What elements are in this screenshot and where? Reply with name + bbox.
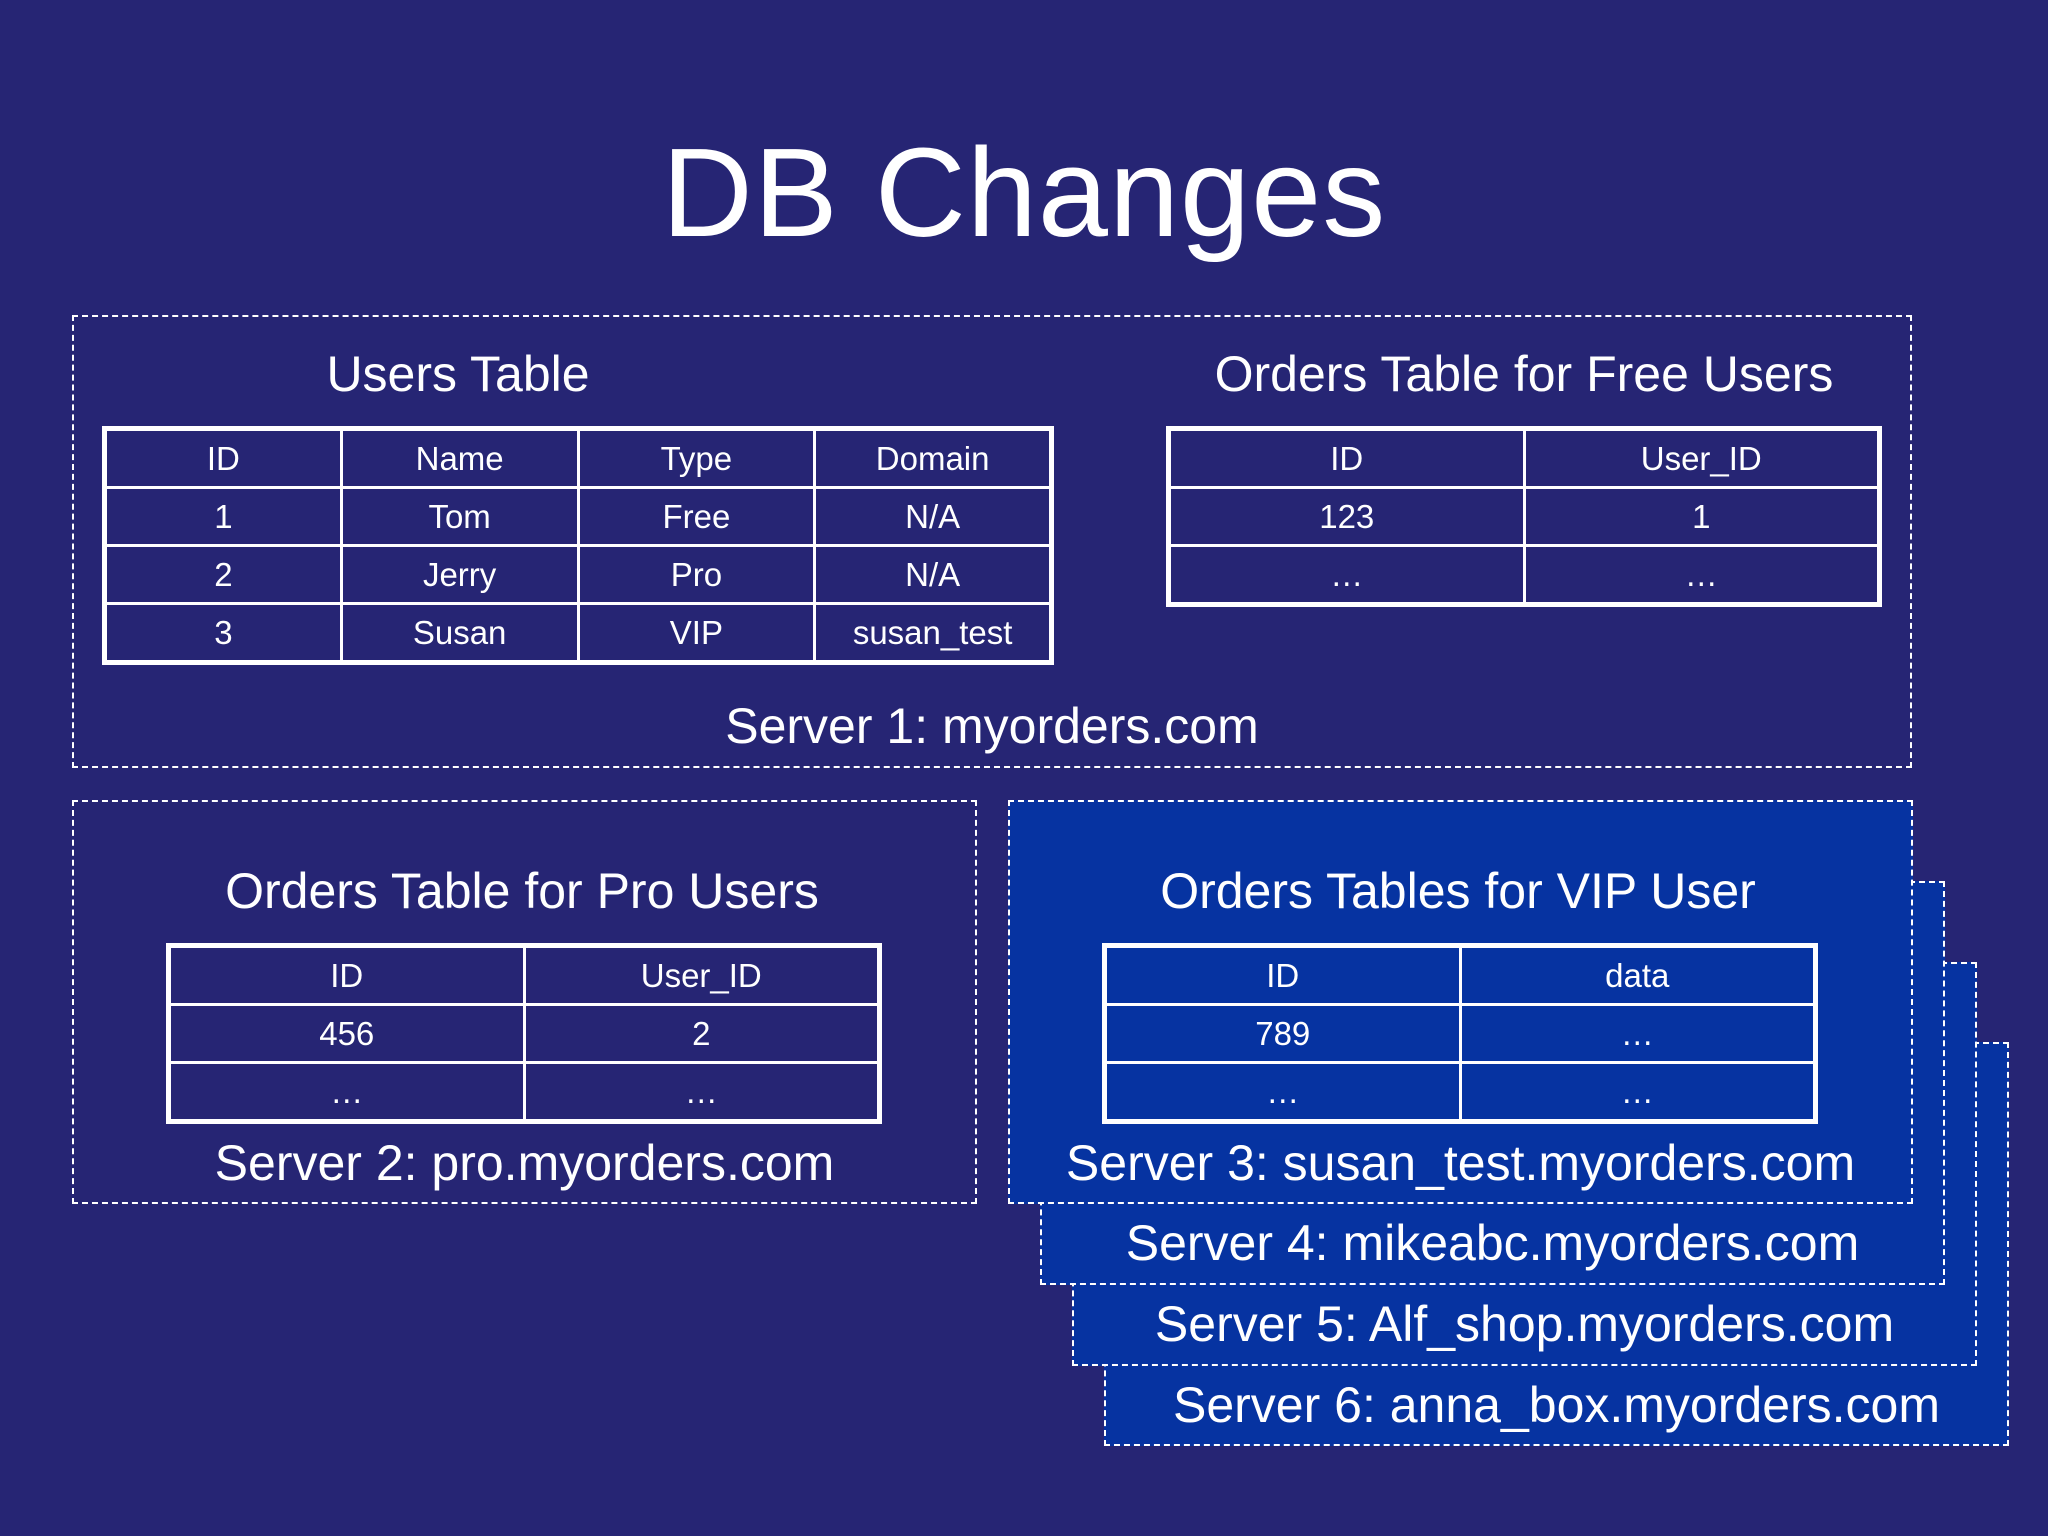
- table-header-row: ID Name Type Domain: [103, 427, 1053, 489]
- table-header-row: ID User_ID: [167, 944, 881, 1006]
- header-cell: Name: [339, 427, 580, 489]
- table-cell: 2: [103, 544, 343, 605]
- table-cell: N/A: [813, 486, 1053, 547]
- free-orders-table-caption: Orders Table for Free Users: [1214, 346, 1834, 402]
- header-cell: User_ID: [522, 944, 881, 1006]
- table-cell: Jerry: [339, 544, 580, 605]
- header-cell: ID: [167, 944, 526, 1006]
- table-cell: …: [1522, 544, 1881, 606]
- table-cell: 2: [522, 1003, 881, 1064]
- table-cell: 456: [167, 1003, 526, 1064]
- table-cell: Pro: [576, 544, 817, 605]
- table-row: 3 Susan VIP susan_test: [103, 602, 1053, 664]
- table-row: 456 2: [167, 1003, 881, 1064]
- table-cell: …: [522, 1061, 881, 1123]
- vip-orders-table: ID data 789 … … …: [1102, 943, 1818, 1124]
- server-3-label: Server 3: susan_test.myorders.com: [1065, 1135, 1856, 1191]
- server-6-label: Server 6: anna_box.myorders.com: [1172, 1377, 1941, 1433]
- table-row: 123 1: [1167, 486, 1881, 547]
- table-cell: …: [1103, 1061, 1462, 1123]
- pro-orders-table: ID User_ID 456 2 … …: [166, 943, 882, 1124]
- server-5-label: Server 5: Alf_shop.myorders.com: [1154, 1296, 1895, 1352]
- users-table-caption: Users Table: [326, 346, 590, 402]
- table-cell: Tom: [339, 486, 580, 547]
- table-cell: …: [1167, 544, 1526, 606]
- table-cell: …: [1458, 1003, 1817, 1064]
- header-cell: ID: [1167, 427, 1526, 489]
- table-row: … …: [1103, 1061, 1817, 1123]
- header-cell: ID: [103, 427, 343, 489]
- free-orders-table: ID User_ID 123 1 … …: [1166, 426, 1882, 607]
- header-cell: Type: [576, 427, 817, 489]
- page-title: DB Changes: [661, 122, 1387, 263]
- table-cell: Susan: [339, 602, 580, 664]
- table-row: … …: [167, 1061, 881, 1123]
- table-row: 789 …: [1103, 1003, 1817, 1064]
- table-cell: 789: [1103, 1003, 1462, 1064]
- server-1-box: [72, 315, 1912, 768]
- table-cell: susan_test: [813, 602, 1053, 664]
- table-row: … …: [1167, 544, 1881, 606]
- table-cell: …: [1458, 1061, 1817, 1123]
- pro-orders-table-caption: Orders Table for Pro Users: [225, 863, 819, 919]
- server-2-label: Server 2: pro.myorders.com: [214, 1135, 835, 1191]
- table-cell: 1: [1522, 486, 1881, 547]
- table-row: 2 Jerry Pro N/A: [103, 544, 1053, 605]
- server-2-box: [72, 800, 977, 1204]
- table-cell: 3: [103, 602, 343, 664]
- vip-orders-table-caption: Orders Tables for VIP User: [1160, 863, 1756, 919]
- header-cell: User_ID: [1522, 427, 1881, 489]
- header-cell: data: [1458, 944, 1817, 1006]
- users-table: ID Name Type Domain 1 Tom Free N/A 2 Jer…: [102, 426, 1054, 665]
- table-header-row: ID data: [1103, 944, 1817, 1006]
- table-header-row: ID User_ID: [1167, 427, 1881, 489]
- table-cell: 123: [1167, 486, 1526, 547]
- server-4-label: Server 4: mikeabc.myorders.com: [1125, 1215, 1860, 1271]
- table-cell: Free: [576, 486, 817, 547]
- table-cell: VIP: [576, 602, 817, 664]
- table-cell: …: [167, 1061, 526, 1123]
- table-cell: 1: [103, 486, 343, 547]
- header-cell: Domain: [813, 427, 1053, 489]
- header-cell: ID: [1103, 944, 1462, 1006]
- table-row: 1 Tom Free N/A: [103, 486, 1053, 547]
- table-cell: N/A: [813, 544, 1053, 605]
- server-1-label: Server 1: myorders.com: [725, 698, 1259, 754]
